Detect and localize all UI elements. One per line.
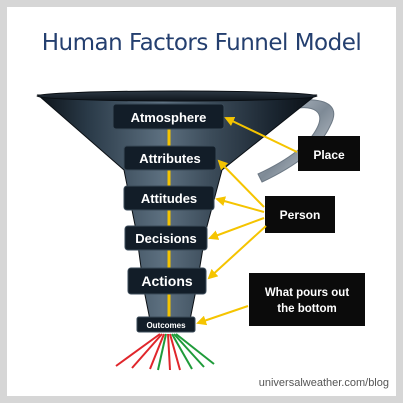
stage-label-attributes: Attributes [139, 151, 200, 166]
stage-atmosphere: Atmosphere [112, 103, 225, 130]
source-url: universalweather.com/blog [258, 377, 389, 389]
stage-label-atmosphere: Atmosphere [131, 110, 207, 125]
stage-attributes: Attributes [123, 145, 217, 171]
stage-label-actions: Actions [141, 273, 193, 289]
connector-arrows [196, 116, 298, 326]
stage-label-decisions: Decisions [135, 231, 196, 246]
arrow-person-to-decisions [208, 217, 265, 240]
arrow-place-to-atmosphere [224, 116, 298, 153]
stage-label-outcomes: Outcomes [146, 321, 186, 330]
callout-label-person: Person [280, 208, 321, 222]
callout-label-output-line2: the bottom [277, 303, 336, 315]
diagram-title: Human Factors Funnel Model [41, 30, 362, 56]
arrow-person-to-actions [207, 225, 267, 280]
arrow-person-to-attributes [217, 159, 265, 208]
arrow-person-to-attitudes [215, 196, 265, 213]
callout-output: What pours out the bottom [249, 273, 365, 326]
funnel-rim [36, 90, 318, 102]
callout-place: Place [298, 136, 360, 171]
outflow-lines [115, 333, 215, 371]
callout-label-place: Place [313, 148, 345, 162]
callout-label-output-line1: What pours out [265, 287, 349, 299]
stage-actions: Actions [127, 267, 207, 295]
callout-person: Person [265, 196, 335, 233]
stage-outcomes: Outcomes [136, 316, 196, 333]
stage-label-attitudes: Attitudes [141, 191, 197, 206]
stage-attitudes: Attitudes [123, 185, 215, 211]
stage-decisions: Decisions [124, 225, 208, 251]
arrow-output-to-outcomes [196, 305, 249, 326]
